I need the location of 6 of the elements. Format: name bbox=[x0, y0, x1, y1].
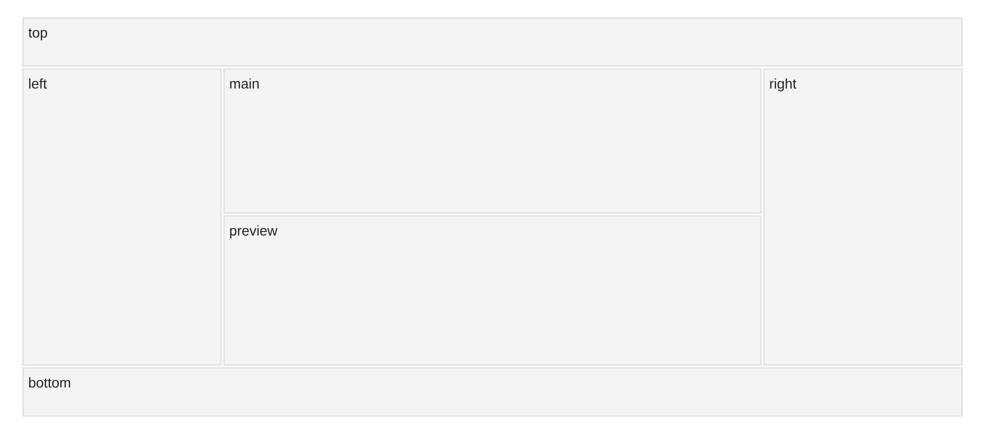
layout-panel: right bbox=[764, 68, 962, 366]
layout-panel: main bbox=[224, 68, 762, 214]
layout-panel: left bbox=[22, 68, 222, 366]
layout-panel: top bbox=[22, 18, 962, 66]
layout-panel: bottom bbox=[22, 368, 962, 416]
layout-panel: preview bbox=[224, 216, 762, 366]
